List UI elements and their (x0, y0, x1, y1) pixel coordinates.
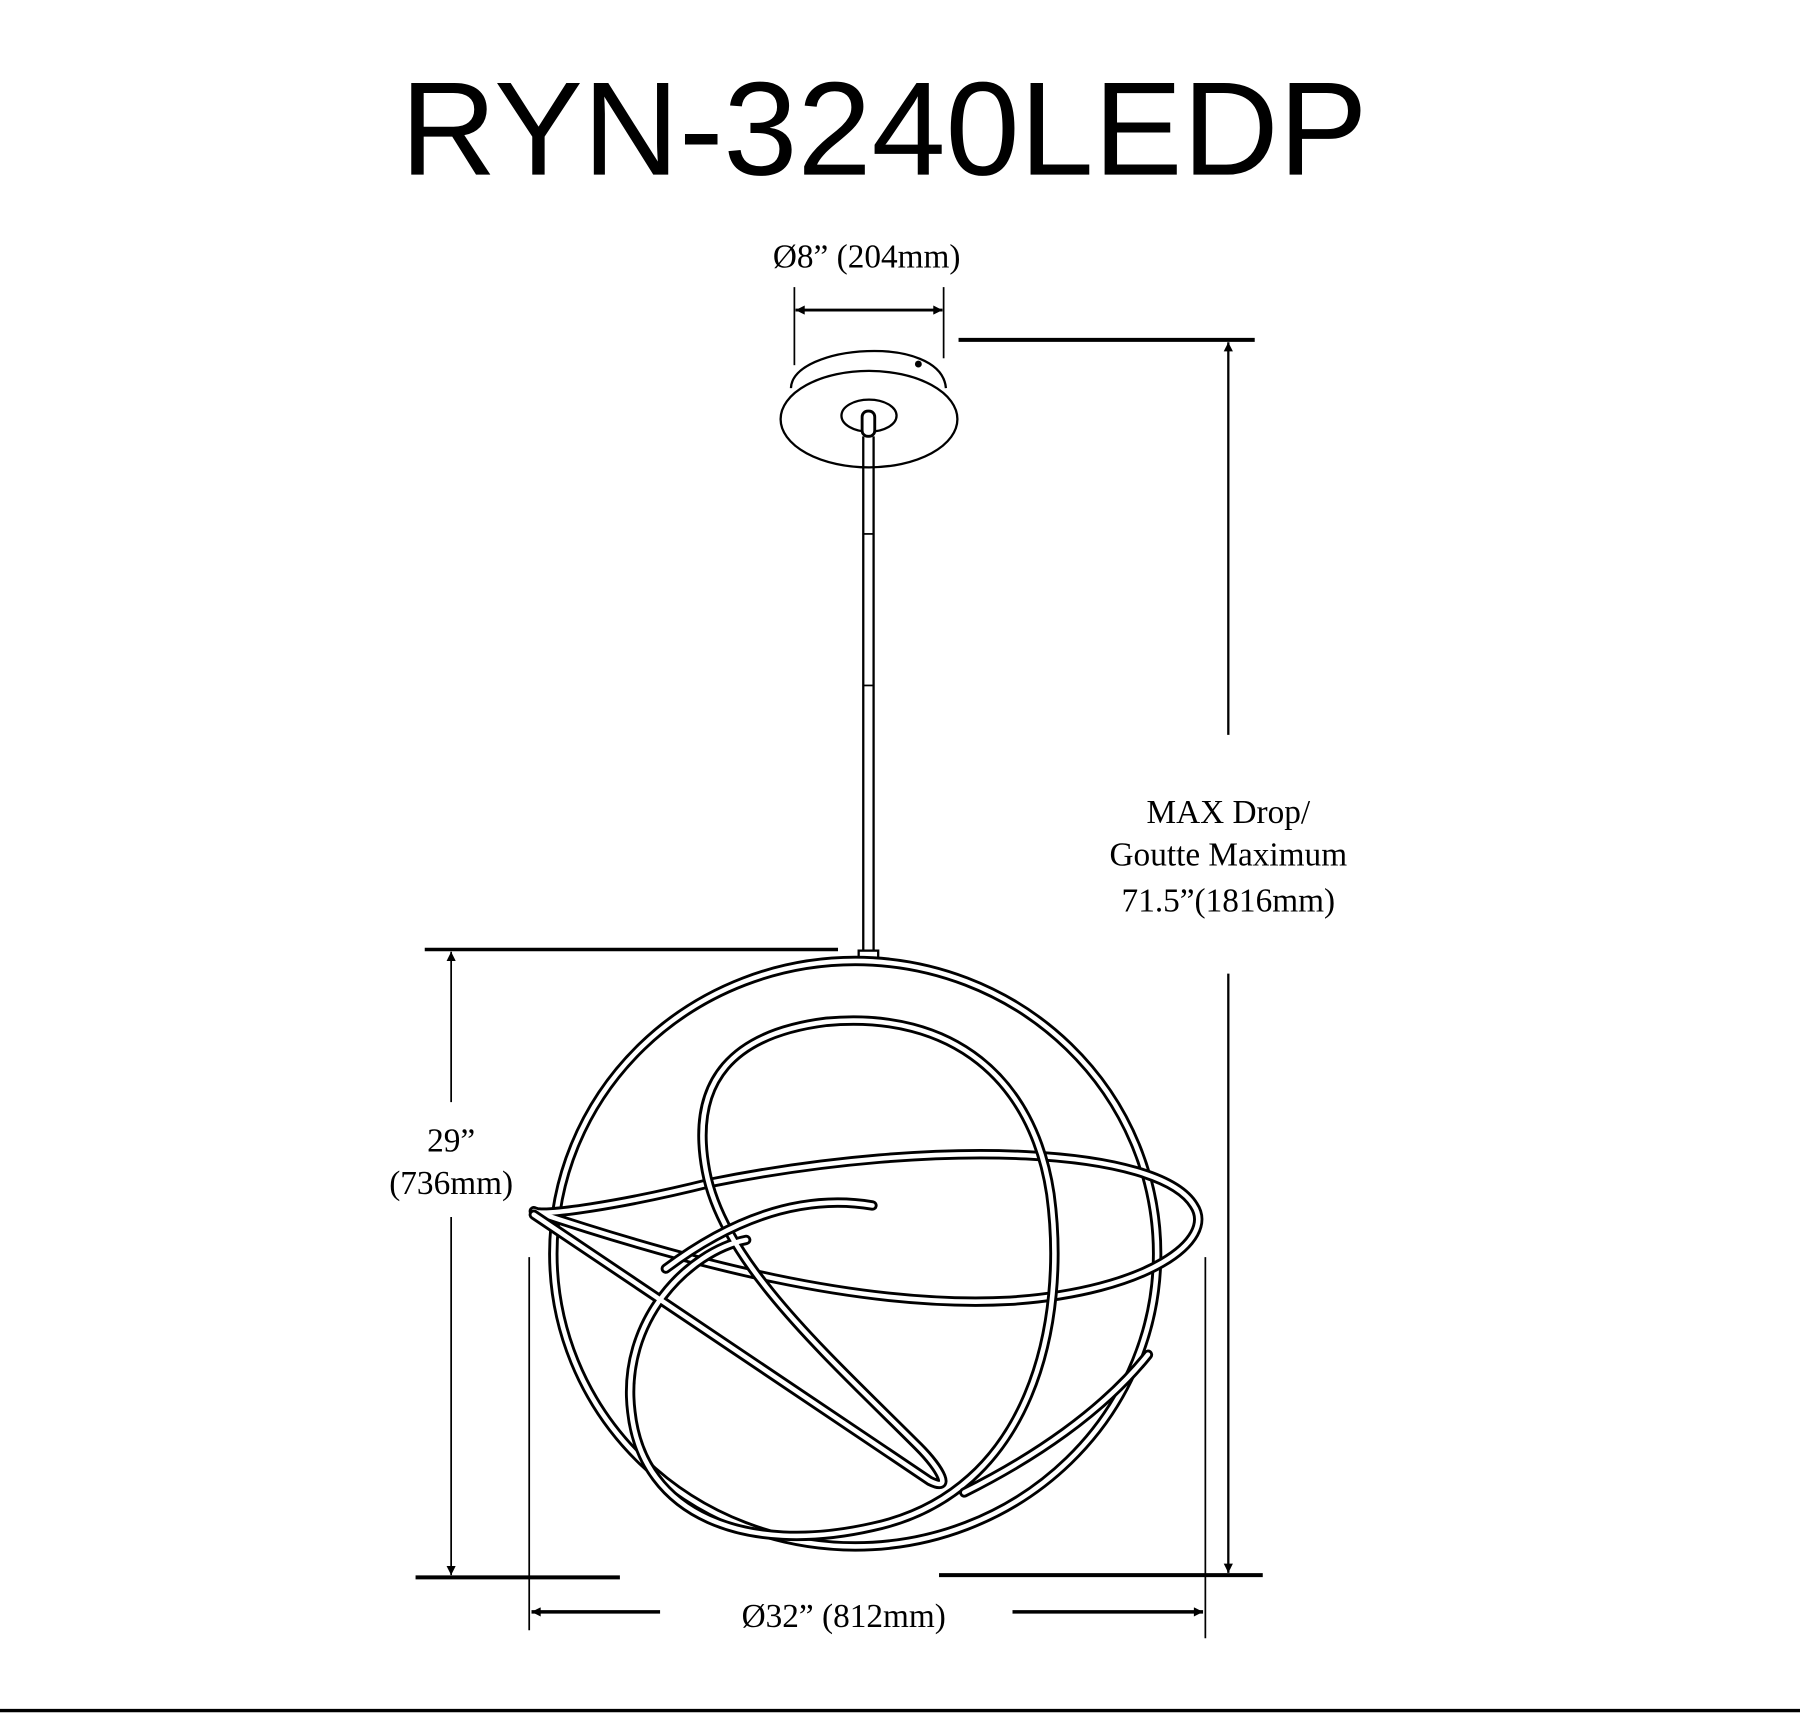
canopy-diameter-label: Ø8” (204mm) (773, 239, 961, 276)
max-drop-label-3: 71.5”(1816mm) (1122, 883, 1336, 920)
canopy-dimension: Ø8” (204mm) (773, 239, 961, 366)
max-drop-dimension: MAX Drop/ Goutte Maximum 71.5”(1816mm) (939, 337, 1348, 1578)
suspension-rod (857, 436, 880, 964)
fixture-diameter-label: Ø32” (812mm) (742, 1598, 946, 1635)
model-title: RYN-3240LEDP (400, 55, 1367, 204)
canopy (779, 349, 959, 469)
max-drop-label-2: Goutte Maximum (1110, 837, 1348, 874)
height-label-2: (736mm) (389, 1165, 513, 1202)
height-dimension: 29” (736mm) (389, 947, 839, 1580)
fixture-diameter-dimension: Ø32” (812mm) (528, 1257, 1207, 1639)
fixture-rings (528, 955, 1204, 1552)
height-label-1: 29” (427, 1123, 475, 1160)
max-drop-label-1: MAX Drop/ (1146, 794, 1310, 831)
